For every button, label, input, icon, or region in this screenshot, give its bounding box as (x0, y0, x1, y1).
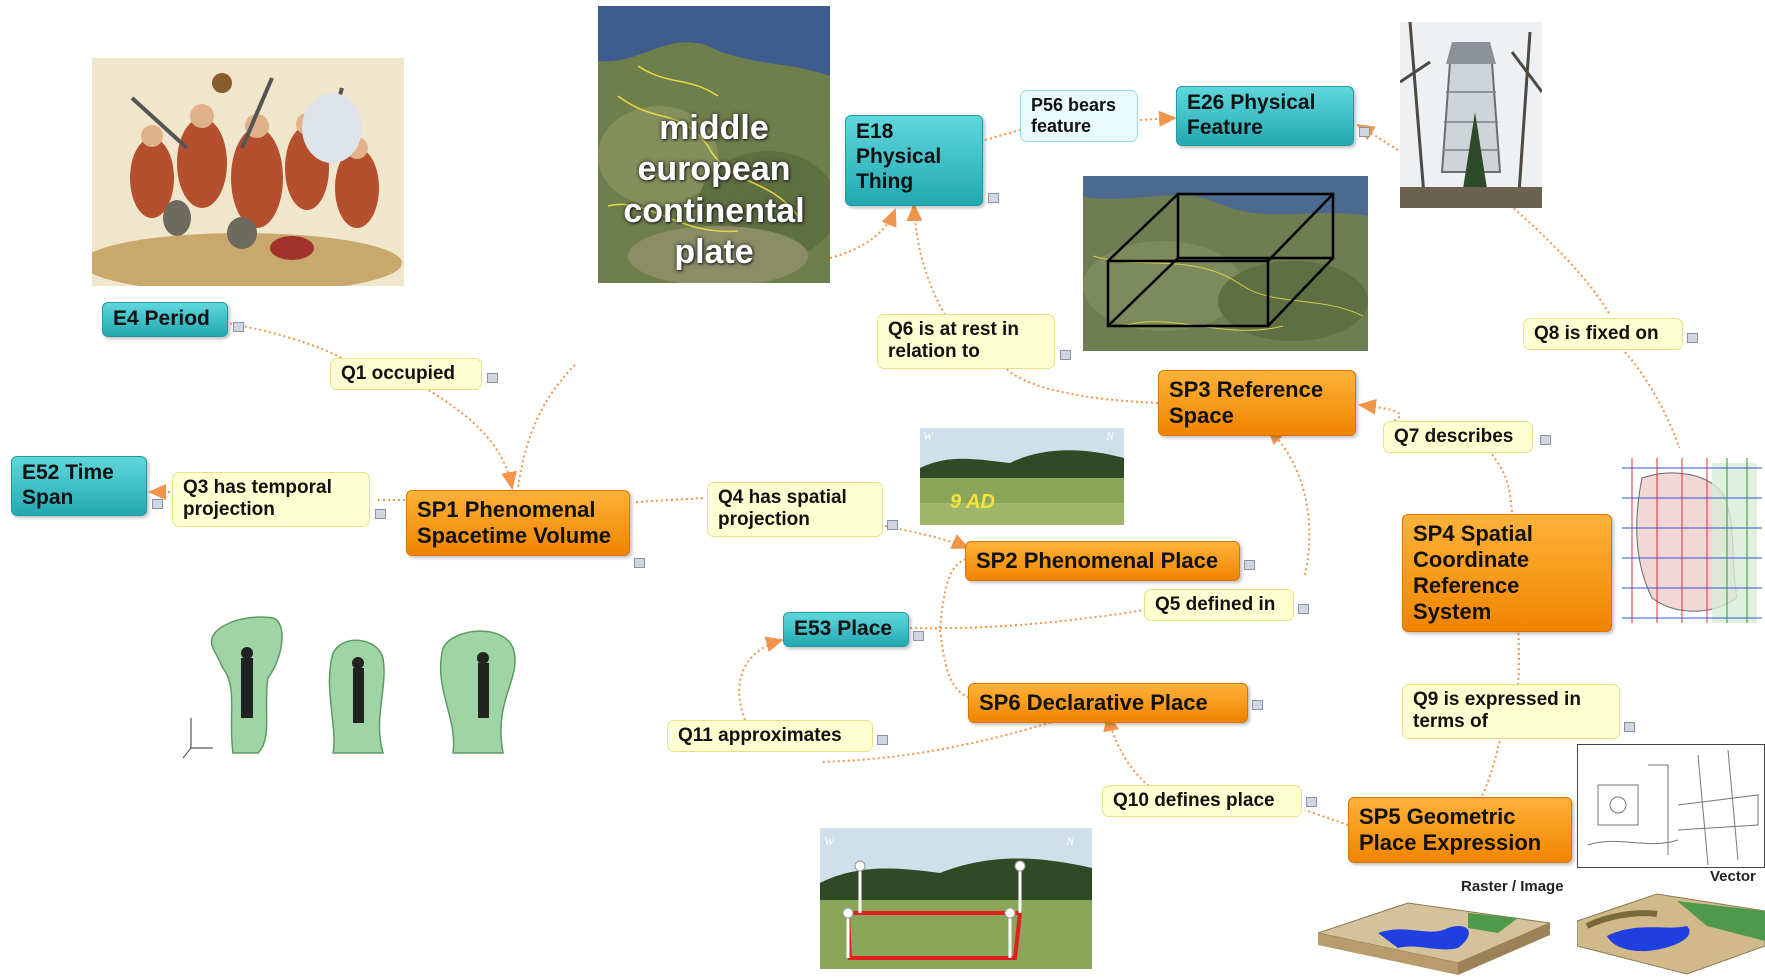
edge-sp5-q9 (1479, 739, 1501, 801)
field-north-marker: N (1106, 429, 1115, 443)
note-icon[interactable] (233, 322, 244, 332)
field-photo-9ad (920, 428, 1124, 525)
edge-upper-sp1 (517, 364, 576, 489)
edge-e53-sp2 (939, 557, 969, 629)
label-q5-defined-in[interactable]: Q5 defined in (1144, 589, 1294, 622)
battle-illustration (92, 58, 404, 286)
edge-sp5-q10 (1304, 809, 1349, 826)
node-sp2-phenomenal-place[interactable]: SP2 Phenomenal Place (965, 541, 1240, 581)
edge-e53-q5 (909, 609, 1146, 630)
node-sp6-declarative-place[interactable]: SP6 Declarative Place (968, 683, 1248, 723)
note-icon[interactable] (1060, 350, 1071, 360)
node-sp5-geometric-place-expression[interactable]: SP5 Geometric Place Expression (1348, 797, 1572, 863)
node-sp4-spatial-coordinate-reference-system[interactable]: SP4 Spatial Coordinate Reference System (1402, 514, 1612, 632)
note-icon[interactable] (1624, 722, 1635, 732)
node-e4-period[interactable]: E4 Period (102, 302, 228, 337)
label-q9-is-expressed-in-terms-of[interactable]: Q9 is expressed in terms of (1402, 684, 1620, 739)
label-q3-has-temporal-projection[interactable]: Q3 has temporal projection (172, 472, 370, 527)
node-sp3-reference-space[interactable]: SP3 Reference Space (1158, 370, 1356, 436)
reference-space-map (1083, 176, 1368, 351)
note-icon[interactable] (1540, 435, 1551, 445)
edge-q5-sp3 (1266, 426, 1311, 576)
label-q4-has-spatial-projection[interactable]: Q4 has spatial projection (707, 482, 883, 537)
plate-map-label: middle european continental plate (623, 109, 805, 272)
label-q6-is-at-rest-in-relation-to[interactable]: Q6 is at rest in relation to (877, 314, 1055, 369)
edge-sp1-q4 (635, 497, 706, 503)
label-q8-is-fixed-on[interactable]: Q8 is fixed on (1523, 318, 1683, 351)
note-icon[interactable] (1359, 127, 1370, 137)
edge-sp4-q7 (1489, 451, 1513, 513)
note-icon[interactable] (1298, 604, 1309, 614)
edge-plate-e18 (829, 208, 897, 259)
vector-tile (1577, 886, 1765, 979)
label-q11-approximates[interactable]: Q11 approximates (667, 720, 873, 753)
label-q1-occupied[interactable]: Q1 occupied (330, 358, 482, 391)
note-icon[interactable] (913, 631, 924, 641)
edge-q9-sp4 (1509, 593, 1526, 686)
node-e53-place[interactable]: E53 Place (783, 612, 909, 647)
note-icon[interactable] (487, 373, 498, 383)
vector-drawing (1577, 744, 1765, 868)
note-icon[interactable] (887, 520, 898, 530)
node-e26-physical-feature[interactable]: E26 Physical Feature (1176, 86, 1354, 146)
field-caption-9ad: 9 AD (950, 491, 995, 513)
note-icon[interactable] (988, 193, 999, 203)
note-icon[interactable] (152, 499, 163, 509)
continental-plate-map (598, 6, 830, 283)
node-e52-time-span[interactable]: E52 Time Span (11, 456, 147, 516)
node-e18-physical-thing[interactable]: E18 Physical Thing (845, 115, 983, 206)
node-sp1-phenomenal-spacetime-volume[interactable]: SP1 Phenomenal Spacetime Volume (406, 490, 630, 556)
tower-photo (1400, 22, 1542, 208)
edge-q11-e53 (738, 636, 784, 721)
raster-tile (1318, 893, 1550, 979)
edge-e18-p56 (984, 129, 1021, 141)
edge-q6-e18 (906, 203, 946, 316)
label-p56-bears-feature[interactable]: P56 bears feature (1020, 90, 1138, 143)
spacetime-figures-illustration (183, 608, 543, 760)
vector-label: Vector (1710, 868, 1756, 885)
edge-e53-sp6 (939, 629, 971, 699)
edge-q8-sp4 (1624, 351, 1681, 451)
note-icon[interactable] (1687, 333, 1698, 343)
coordinate-grid-map (1612, 448, 1765, 636)
note-icon[interactable] (1244, 560, 1255, 570)
note-icon[interactable] (1252, 700, 1263, 710)
label-q10-defines-place[interactable]: Q10 defines place (1102, 785, 1302, 818)
edge-q1-sp1 (419, 384, 517, 490)
edge-p56-e26 (1139, 110, 1177, 127)
field-photo-boundary (820, 828, 1092, 969)
edge-photo-q8 (1509, 204, 1611, 316)
raster-image-label: Raster / Image (1461, 878, 1564, 895)
note-icon[interactable] (1306, 797, 1317, 807)
label-q7-describes[interactable]: Q7 describes (1383, 421, 1533, 454)
field-west-marker: W (923, 429, 933, 443)
boundary-west-marker: W (824, 834, 834, 848)
boundary-north-marker: N (1066, 834, 1075, 848)
note-icon[interactable] (877, 735, 888, 745)
note-icon[interactable] (375, 509, 386, 519)
note-icon[interactable] (634, 558, 645, 568)
